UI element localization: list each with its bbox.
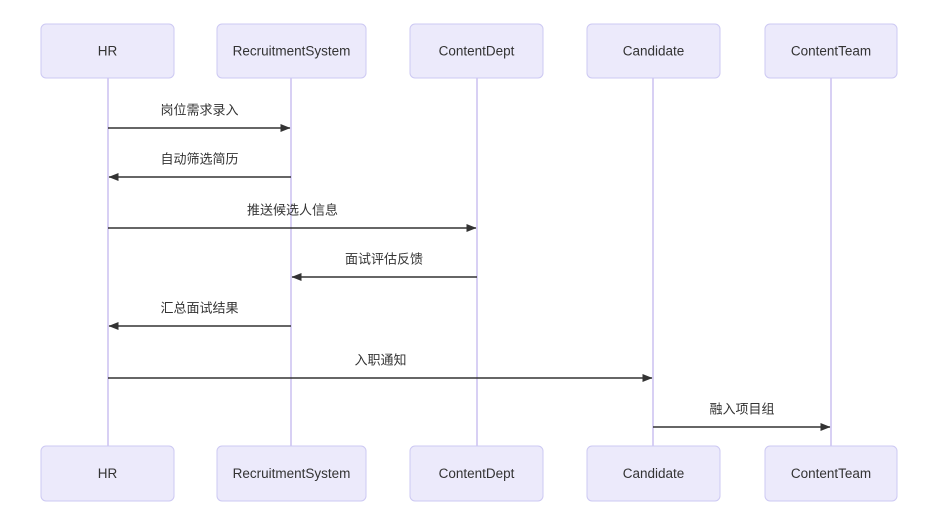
message-4[interactable]: 面试评估反馈 xyxy=(291,251,477,281)
actor-box-bottom-contentdept xyxy=(409,445,544,502)
message-label-1: 岗位需求录入 xyxy=(160,102,238,117)
message-label-2: 自动筛选简历 xyxy=(160,151,238,166)
actor-label-top-hr: HR xyxy=(98,44,118,59)
bottom-actors-group: HR RecruitmentSystem ContentDept Candidate C… xyxy=(40,445,898,502)
actor-box-bottom-contentteam xyxy=(764,445,898,502)
message-1[interactable]: 岗位需求录入 xyxy=(108,102,291,132)
actor-top-contentdept[interactable]: ContentDept xyxy=(409,23,544,79)
message-6[interactable]: 入职通知 xyxy=(108,352,653,382)
actor-bottom-recruitmentsystem[interactable]: RecruitmentSystem xyxy=(216,445,367,502)
actor-bottom-contentdept[interactable]: ContentDept xyxy=(409,445,544,502)
top-actors-group: HR RecruitmentSystem ContentDept Candidate C… xyxy=(40,23,898,79)
actor-top-candidate[interactable]: Candidate xyxy=(586,23,721,79)
actor-box-bottom-candidate xyxy=(586,445,721,502)
message-2[interactable]: 自动筛选简历 xyxy=(108,151,291,181)
actor-top-contentteam[interactable]: ContentTeam xyxy=(764,23,898,79)
actor-label-top-contentteam: ContentTeam xyxy=(791,44,871,59)
actor-bottom-contentteam[interactable]: ContentTeam xyxy=(764,445,898,502)
message-label-5: 汇总面试结果 xyxy=(160,300,238,315)
actor-label-bottom-recruitmentsystem: RecruitmentSystem xyxy=(233,466,351,481)
actor-label-bottom-contentteam: ContentTeam xyxy=(791,466,871,481)
actor-label-bottom-hr: HR xyxy=(98,466,118,481)
message-label-4: 面试评估反馈 xyxy=(345,251,423,266)
actor-bottom-candidate[interactable]: Candidate xyxy=(586,445,721,502)
actor-box-top-recruitmentsystem xyxy=(216,23,367,79)
actor-box-top-contentteam xyxy=(764,23,898,79)
actor-bottom-hr[interactable]: HR xyxy=(40,445,175,502)
actor-label-top-candidate: Candidate xyxy=(623,44,685,59)
actor-box-bottom-hr xyxy=(40,445,175,502)
actor-box-bottom-recruitmentsystem xyxy=(216,445,367,502)
actor-top-hr[interactable]: HR xyxy=(40,23,175,79)
message-7[interactable]: 融入项目组 xyxy=(653,401,831,431)
message-label-6: 入职通知 xyxy=(354,352,406,367)
message-label-3: 推送候选人信息 xyxy=(247,202,338,217)
actor-label-top-recruitmentsystem: RecruitmentSystem xyxy=(233,44,351,59)
actor-top-recruitmentsystem[interactable]: RecruitmentSystem xyxy=(216,23,367,79)
lifelines-group xyxy=(107,78,832,446)
actor-label-top-contentdept: ContentDept xyxy=(439,44,515,59)
message-label-7: 融入项目组 xyxy=(709,401,774,416)
actor-label-bottom-contentdept: ContentDept xyxy=(439,466,515,481)
actor-box-top-candidate xyxy=(586,23,721,79)
message-5[interactable]: 汇总面试结果 xyxy=(108,300,291,330)
actor-label-bottom-candidate: Candidate xyxy=(623,466,685,481)
actor-box-top-hr xyxy=(40,23,175,79)
actor-box-top-contentdept xyxy=(409,23,544,79)
message-3[interactable]: 推送候选人信息 xyxy=(108,202,477,232)
